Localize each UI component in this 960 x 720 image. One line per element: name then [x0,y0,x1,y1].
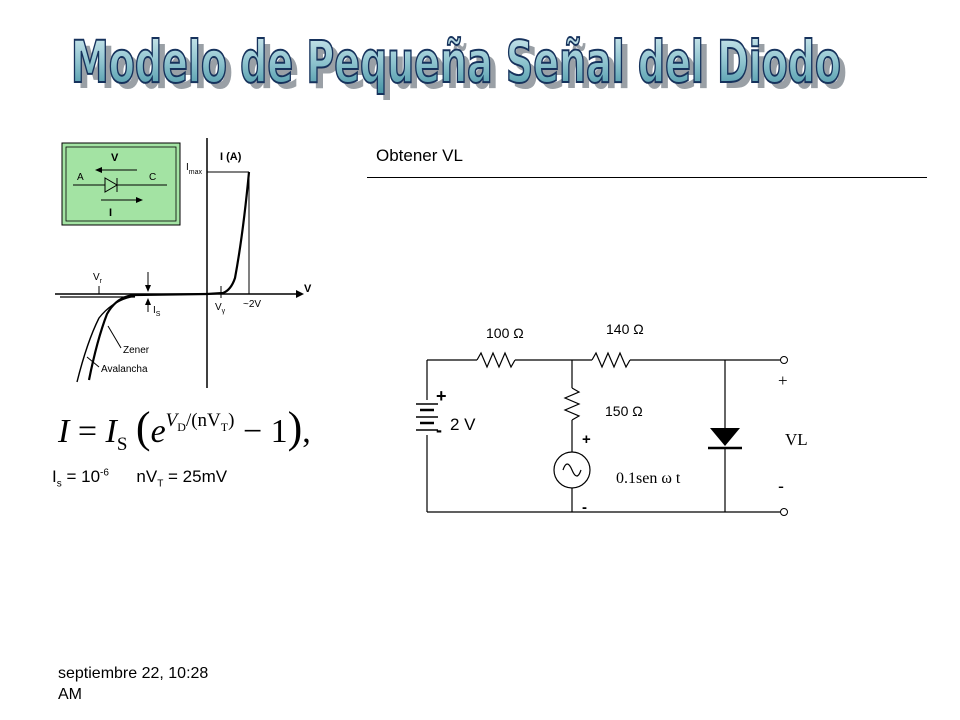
r1-label: 100 Ω [486,325,524,341]
inset-anode-label: A [77,172,84,183]
avalanche-curve [76,295,136,383]
eq-is: I [105,413,117,450]
output-plus: + [778,371,788,390]
output-terminal-bottom [780,508,788,516]
inset-cathode-label: C [149,172,156,183]
shockley-equation: I = IS (eVD/(nVT) − 1), [58,403,311,455]
slide-date-footer: septiembre 22, 10:28 AM [58,663,258,705]
imax-label: Imax [186,162,203,176]
eq-e: e [150,413,166,450]
inset-current-label: I [109,207,112,219]
source-minus: - [582,499,587,516]
diode-symbol-inset: V A C I [61,142,181,226]
source-plus: + [582,431,591,448]
battery-2v [416,403,438,431]
diode-parameters: Is = 10-6 nVT = 25mV [52,467,228,490]
eq-exponent: V [165,410,178,431]
zener-label: Zener [123,345,150,356]
battery-plus: + [436,386,447,406]
source-label: 0.1sen ω t [616,470,681,487]
footer-line-1: septiembre 22, 10:28 [58,665,209,682]
output-label: VL [785,430,808,449]
y-axis-label: I (A) [220,151,242,163]
ac-source [553,451,591,489]
avalanche-label: Avalancha [101,364,148,375]
battery-minus: - [436,420,442,440]
task-divider [367,177,927,178]
slide-title: Modelo de Pequeña Señal del Diodo Modelo… [0,8,960,108]
resistor-150 [563,387,581,421]
is-label: IS [153,305,161,318]
two-volt-label: ~2V [243,299,261,310]
circuit-diagram: 100 Ω 140 Ω 150 Ω + - 2 V + - 0.1sen ω t… [380,300,840,530]
resistor-140 [591,351,631,369]
title-shadow: Modelo de Pequeña Señal del Diodo [77,34,847,102]
output-minus: - [778,476,784,496]
r2-label: 140 Ω [606,321,644,337]
inset-voltage-label: V [111,152,119,164]
vgamma-label: Vγ [215,302,226,315]
output-terminal-top [780,356,788,364]
diode-symbol [708,428,742,450]
x-axis-label: V [304,283,312,295]
footer-line-2: AM [58,686,82,703]
zener-curve [87,292,208,381]
eq-tail: − 1 [234,413,288,450]
title-text: Modelo de Pequeña Señal del Diodo [71,28,841,96]
inset-diode-icon [104,177,118,193]
diode-iv-figure: V A C I I (A) V Imax Vr [55,130,345,390]
eq-is-sub: S [116,433,128,455]
task-text: Obtener VL [376,146,463,165]
resistor-100 [476,351,516,369]
eq-lhs: I [58,413,70,450]
r3-label: 150 Ω [605,403,643,419]
battery-label: 2 V [450,415,476,434]
vr-label: Vr [93,272,103,285]
forward-curve [206,171,251,296]
